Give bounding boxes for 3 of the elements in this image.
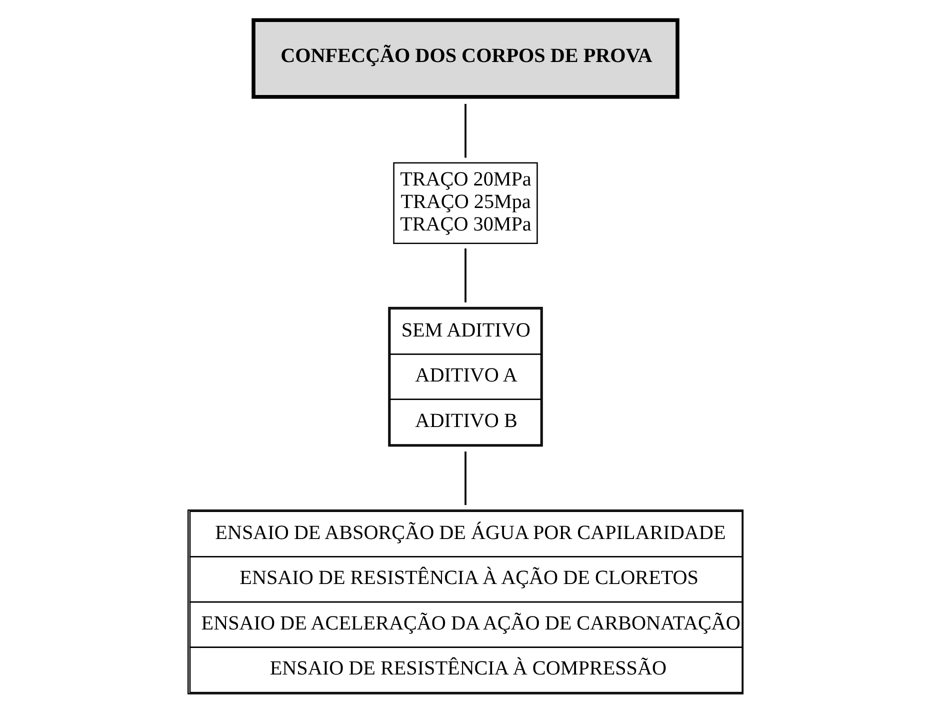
connector: [464, 452, 466, 505]
connector: [464, 248, 466, 302]
connector: [464, 104, 466, 158]
